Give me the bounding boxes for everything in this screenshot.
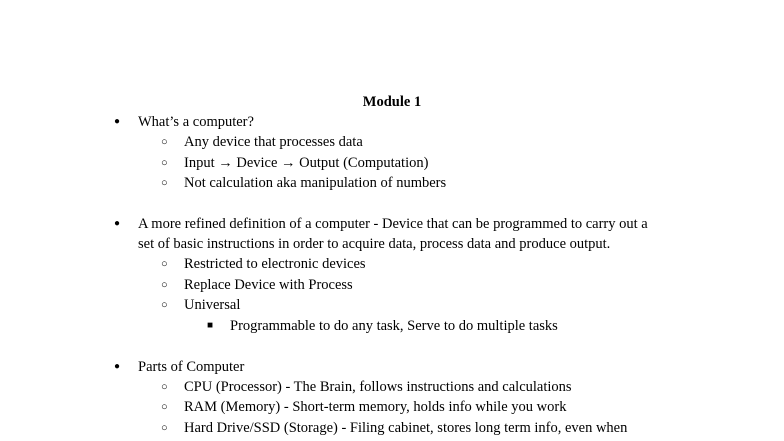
document-title: Module 1 <box>362 94 422 110</box>
circle-bullet-icon: ○ <box>161 279 168 291</box>
list-item: A more refined definition of a computer … <box>138 216 648 232</box>
list-item: Universal <box>184 297 241 313</box>
list-item: What’s a computer? <box>138 114 254 130</box>
list-item: Programmable to do any task, Serve to do… <box>230 318 558 334</box>
list-item: Parts of Computer <box>138 359 245 375</box>
bullet-icon: ● <box>114 116 121 127</box>
list-item: Hard Drive/SSD (Storage) - Filing cabine… <box>184 420 628 436</box>
list-item: RAM (Memory) - Short-term memory, holds … <box>184 399 567 415</box>
list-item: Not calculation aka manipulation of numb… <box>184 175 447 191</box>
circle-bullet-icon: ○ <box>161 381 168 393</box>
bullet-icon: ● <box>114 361 121 372</box>
circle-bullet-icon: ○ <box>161 136 168 148</box>
circle-bullet-icon: ○ <box>161 157 168 169</box>
bullet-icon: ● <box>114 218 121 229</box>
list-item: Replace Device with Process <box>184 277 353 293</box>
list-item: CPU (Processor) - The Brain, follows ins… <box>184 379 572 395</box>
circle-bullet-icon: ○ <box>161 177 168 189</box>
circle-bullet-icon: ○ <box>161 401 168 413</box>
circle-bullet-icon: ○ <box>161 299 168 311</box>
list-item: Input → Device → Output (Computation) <box>184 155 429 171</box>
list-item: Any device that processes data <box>184 134 363 150</box>
list-item: Restricted to electronic devices <box>184 256 366 272</box>
list-item-continuation: set of basic instructions in order to ac… <box>138 236 611 252</box>
circle-bullet-icon: ○ <box>161 258 168 270</box>
square-bullet-icon: ■ <box>207 320 214 331</box>
circle-bullet-icon: ○ <box>161 422 168 434</box>
